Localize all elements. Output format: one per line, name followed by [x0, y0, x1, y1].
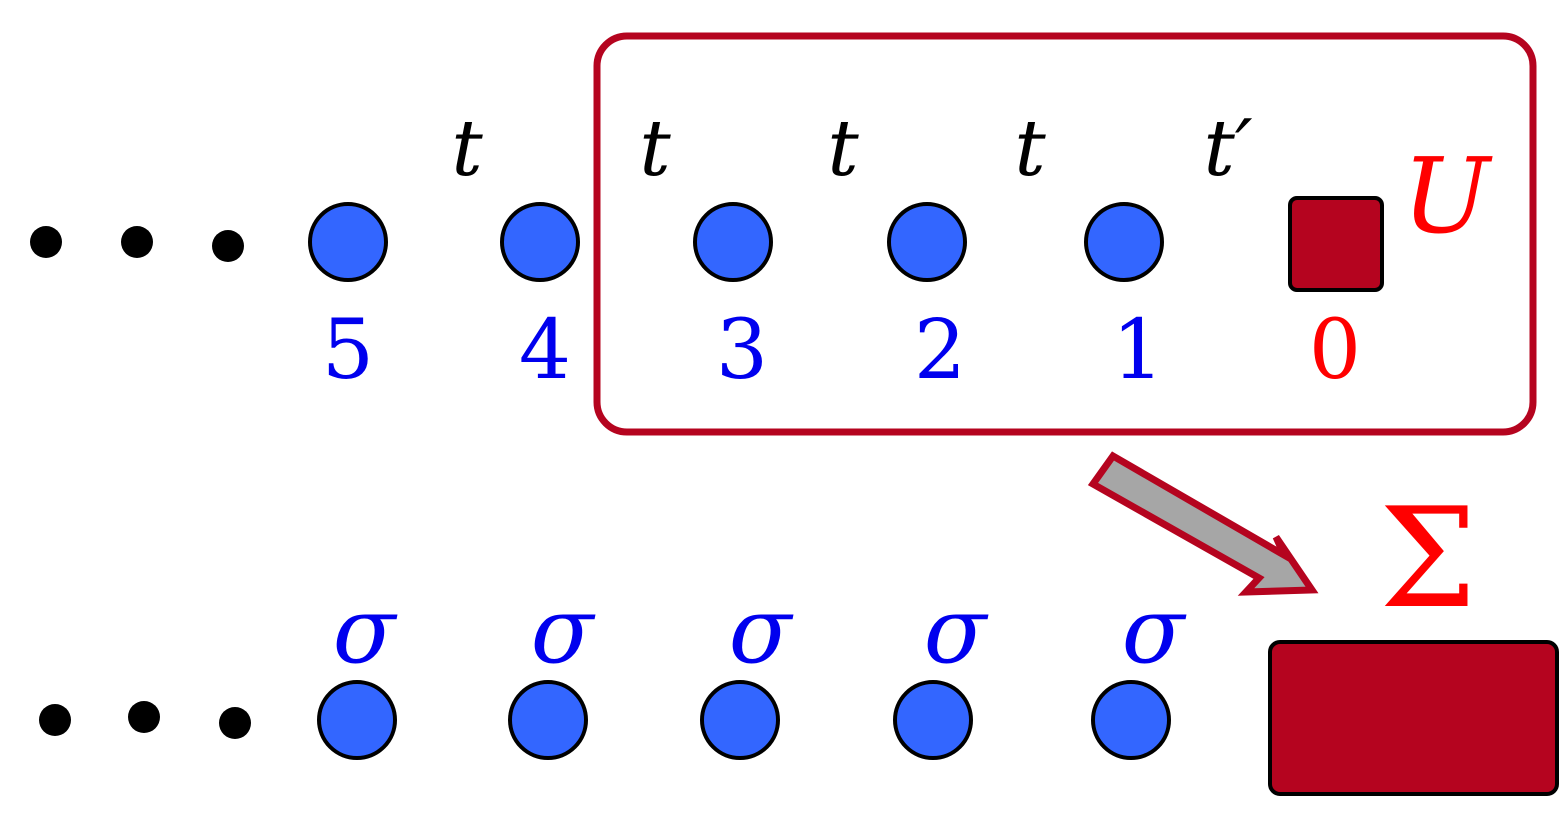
- bottom-site-2: [893, 680, 973, 760]
- hopping-label-2: t: [639, 104, 671, 194]
- top-site-4: [500, 202, 580, 282]
- bottom-ellipsis-dot-1: [39, 704, 71, 736]
- hopping-label-4: t: [1014, 104, 1046, 194]
- impurity-site-0: [1288, 196, 1384, 292]
- self-energy-boundary-block: [1268, 640, 1559, 796]
- interaction-label-U: U: [1402, 135, 1493, 257]
- bottom-chain: σ σ σ σ σ Σ: [39, 478, 1559, 796]
- bottom-site-4: [508, 680, 588, 760]
- impurity-cluster-frame: [593, 32, 1537, 436]
- bottom-site-5: [317, 680, 397, 760]
- site-label-2: 2: [914, 303, 966, 398]
- top-chain: t t t t t′ 5 4 3 2 1 0 U: [30, 32, 1537, 436]
- mapping-arrow: [1087, 451, 1319, 596]
- hopping-label-3: t: [827, 104, 859, 194]
- top-site-2: [887, 202, 967, 282]
- site-label-4: 4: [519, 303, 571, 398]
- top-ellipsis-dot-1: [30, 226, 62, 258]
- top-ellipsis-dot-2: [121, 226, 153, 258]
- self-energy-label-4: σ: [531, 577, 596, 684]
- bottom-ellipsis-dot-2: [128, 701, 160, 733]
- self-energy-label-5: σ: [333, 577, 398, 684]
- bottom-site-3: [700, 680, 780, 760]
- site-label-5: 5: [322, 303, 374, 398]
- top-site-1: [1084, 202, 1164, 282]
- sigma-capital-label: Σ: [1379, 478, 1477, 639]
- self-energy-label-1: σ: [1122, 577, 1187, 684]
- site-label-0: 0: [1309, 303, 1361, 398]
- site-label-3: 3: [716, 303, 768, 398]
- site-label-1: 1: [1112, 303, 1164, 398]
- hopping-label-1: t: [451, 104, 483, 194]
- top-ellipsis-dot-3: [212, 230, 244, 262]
- bottom-ellipsis-dot-3: [219, 707, 251, 739]
- hopping-label-5: t′: [1203, 104, 1252, 194]
- self-energy-label-2: σ: [924, 577, 989, 684]
- top-site-5: [308, 202, 388, 282]
- self-energy-label-3: σ: [729, 577, 794, 684]
- top-site-3: [693, 202, 773, 282]
- bottom-site-1: [1091, 680, 1171, 760]
